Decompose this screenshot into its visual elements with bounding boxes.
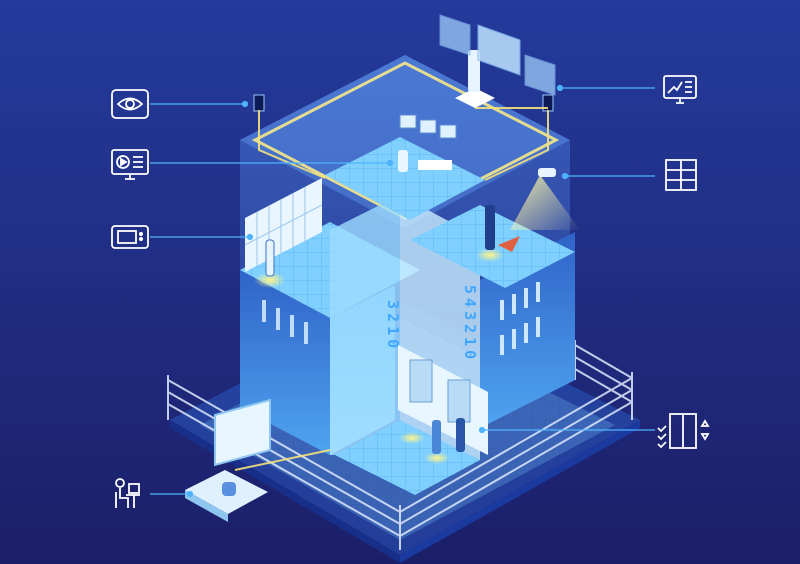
right-tower	[410, 205, 575, 428]
grid-panel-icon	[665, 159, 697, 191]
roof-presenter	[439, 14, 556, 108]
card-reader-icon	[111, 225, 149, 249]
control-room	[325, 114, 485, 220]
data-links	[234, 107, 549, 471]
security-cameras	[253, 94, 580, 230]
right-tower-floor-labels: 543210	[461, 285, 479, 359]
elevator-checklist-icon	[657, 413, 710, 449]
video-monitor-icon	[111, 149, 149, 180]
elevator-lobby	[335, 345, 488, 495]
reception-booth	[185, 398, 271, 522]
analytics-monitor-icon	[663, 75, 697, 104]
desk-worker-icon	[115, 478, 140, 508]
callout-lines	[150, 84, 655, 498]
eye-icon	[111, 89, 149, 119]
left-tower-floor-labels: 3210	[384, 300, 402, 348]
